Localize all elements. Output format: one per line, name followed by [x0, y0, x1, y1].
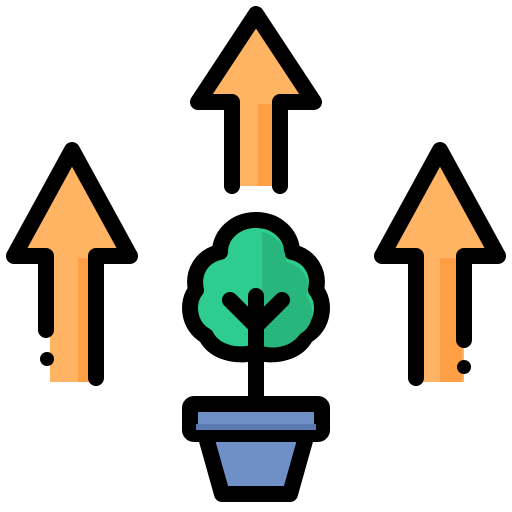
arrow-right-fill	[382, 150, 496, 382]
flower-pot-icon	[182, 396, 330, 502]
pot-rim-shade	[196, 424, 316, 430]
arrow-right-outline	[374, 142, 506, 386]
arrow-left-dot	[40, 352, 54, 366]
arrow-left-fill	[16, 150, 128, 382]
arrow-up-icon	[6, 142, 138, 386]
arrow-top-fill	[200, 16, 312, 186]
arrow-top-outline	[190, 6, 322, 194]
arrow-up-icon	[190, 6, 322, 194]
arrow-right-dot	[457, 360, 471, 374]
arrow-up-icon	[374, 142, 506, 386]
arrow-top-shade	[258, 104, 276, 186]
tree-branch-right	[248, 292, 290, 334]
arrow-left-outline	[6, 142, 138, 386]
tree-icon	[182, 212, 330, 412]
